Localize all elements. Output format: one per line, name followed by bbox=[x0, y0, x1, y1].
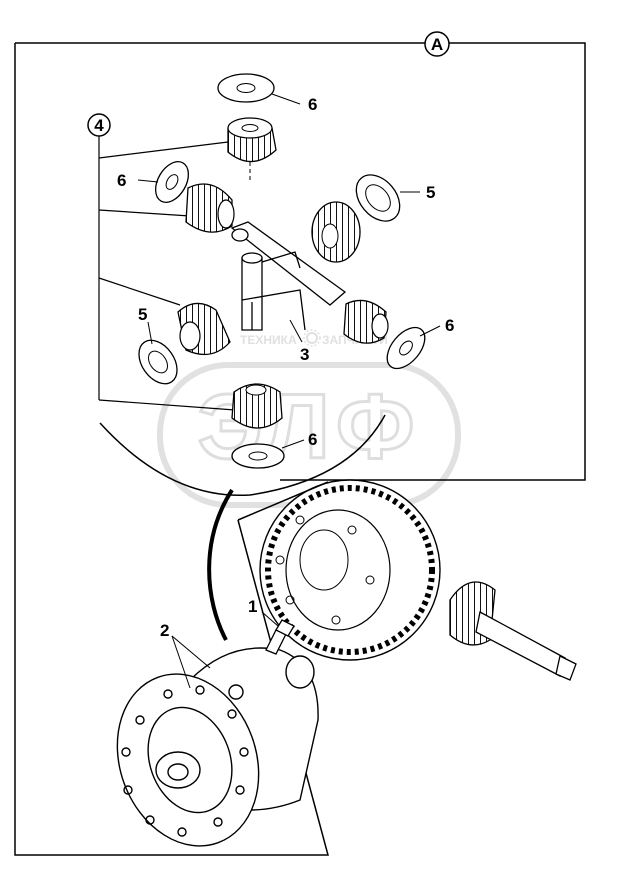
washer-left-5 bbox=[138, 339, 178, 385]
callout-6-right: 6 bbox=[445, 316, 454, 335]
callout-6-top: 6 bbox=[308, 95, 317, 114]
callout-4-leaders bbox=[98, 136, 236, 411]
watermark-gear-icon bbox=[303, 329, 321, 347]
detail-label-circle bbox=[424, 31, 450, 57]
bevel-gear-left-lower bbox=[177, 302, 231, 356]
callout-1: 1 bbox=[248, 597, 257, 616]
watermark-left-text: ТЕХНИКА bbox=[240, 333, 297, 347]
callout-5-left: 5 bbox=[138, 305, 147, 324]
washer-right-5 bbox=[355, 174, 401, 222]
callout-6-bottom: 6 bbox=[308, 430, 317, 449]
housing-flange-holes bbox=[121, 685, 249, 837]
detail-frame-diagonal bbox=[237, 481, 329, 521]
washer-bottom bbox=[231, 443, 285, 469]
bevel-gear-right bbox=[311, 201, 361, 263]
bevel-gear-top bbox=[227, 117, 277, 180]
washer-right-6 bbox=[386, 326, 426, 370]
ring-gear-bolt-holes bbox=[275, 515, 375, 625]
drive-pinion-shaft bbox=[449, 581, 577, 681]
bolt bbox=[265, 619, 295, 655]
washer-top bbox=[217, 73, 275, 103]
callout-6-left: 6 bbox=[117, 171, 126, 190]
ring-gear bbox=[259, 479, 441, 661]
callout-4: 4 bbox=[94, 116, 104, 135]
detail-view-label: A bbox=[431, 35, 443, 54]
callout-2-leaders bbox=[171, 635, 211, 689]
callout-3: 3 bbox=[300, 345, 309, 364]
watermark-logo: ЭЛФ bbox=[197, 376, 420, 478]
bevel-gear-bottom bbox=[231, 383, 283, 429]
detail-connector bbox=[207, 488, 234, 641]
bevel-gear-left bbox=[185, 183, 235, 233]
bevel-gear-right-lower bbox=[343, 299, 389, 344]
callout-2: 2 bbox=[160, 621, 169, 640]
differential-housing bbox=[116, 647, 319, 847]
washer-left-6 bbox=[154, 161, 190, 203]
callout-5-right: 5 bbox=[426, 183, 435, 202]
cross-shaft bbox=[230, 221, 347, 331]
